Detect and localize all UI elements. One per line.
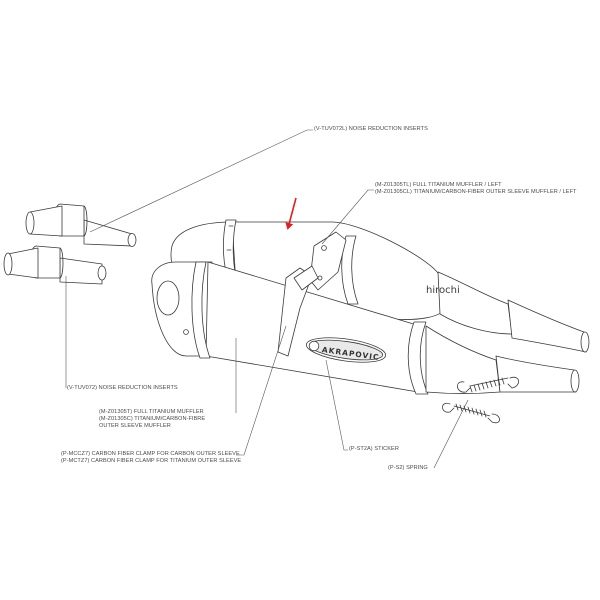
sticker [305, 337, 387, 363]
spring [442, 402, 500, 424]
label-inserts-left: (V-TUV072L) NOISE REDUCTION INSERTS [314, 126, 428, 132]
pointer-arrow [285, 197, 297, 230]
label-sticker: (P-ST2A) STICKER [349, 446, 399, 452]
label-muffler-right-1: (M-Z01305T) FULL TITANIUM MUFFLER [99, 409, 204, 415]
label-muffler-left-1: (M-Z01305TL) FULL TITANIUM MUFFLER / LEF… [375, 182, 502, 188]
noise-insert-left [25, 203, 137, 247]
spring [457, 376, 519, 393]
label-inserts-right: (V-TUV072) NOISE REDUCTION INSERTS [67, 385, 178, 391]
label-clamp-1: (P-MCCZ7) CARBON FIBER CLAMP FOR CARBON … [61, 451, 240, 457]
label-muffler-right-2: (M-Z01305C) TITANIUM/CARBON-FIBRE [99, 416, 206, 422]
leader-lines [65, 129, 469, 469]
left-muffler [170, 219, 590, 353]
label-clamp-2: (P-MCTZ7) CARBON FIBER CLAMP FOR TITANIU… [61, 458, 242, 464]
label-spring: (P-S2) SPRING [388, 465, 428, 471]
label-muffler-right-3: OUTER SLEEVE MUFFLER [99, 423, 171, 429]
watermark: hirochi [426, 285, 460, 296]
noise-insert-right [3, 245, 107, 285]
label-muffler-left-2: (M-Z01305CL) TITANIUM/CARBON-FIBER OUTER… [375, 189, 577, 195]
